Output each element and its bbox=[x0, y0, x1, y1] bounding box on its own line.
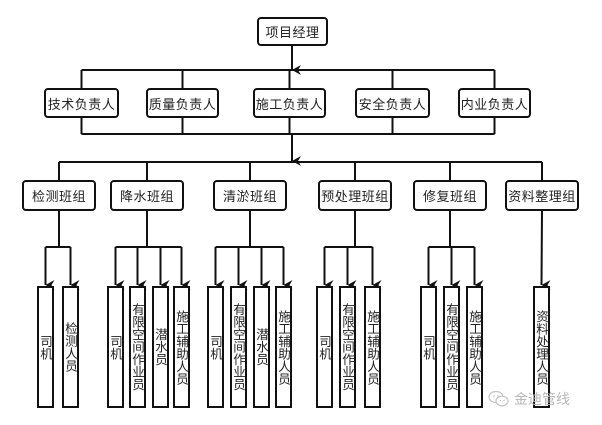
team-label: 清淤班组 bbox=[222, 190, 277, 205]
member-box: 资料处理人员 bbox=[533, 286, 550, 408]
manager-label: 安全负责人 bbox=[358, 97, 427, 113]
manager-label: 技术负责人 bbox=[47, 97, 116, 113]
team-label: 修复班组 bbox=[422, 190, 477, 205]
member-label: 施工辅助人员 bbox=[174, 309, 189, 385]
member-label: 司机 bbox=[208, 334, 223, 360]
member-label: 资料处理人员 bbox=[534, 309, 549, 385]
member-label: 施工辅助人员 bbox=[276, 309, 291, 385]
member-label: 有限空间作业员 bbox=[231, 303, 246, 391]
team-label: 预处理班组 bbox=[321, 190, 389, 205]
manager-label: 质量负责人 bbox=[148, 97, 217, 113]
team-box: 降水班组 bbox=[110, 180, 184, 211]
project-manager-box: 项目经理 bbox=[257, 17, 328, 46]
team-box: 资料整理组 bbox=[505, 180, 579, 211]
member-label: 有限空间作业员 bbox=[340, 303, 355, 391]
member-box: 施工辅助人员 bbox=[364, 286, 381, 408]
leaf-arrow-5-0 bbox=[540, 210, 551, 291]
watermark-text: 金迪管线 bbox=[514, 392, 570, 408]
member-box: 有限空间作业员 bbox=[129, 286, 146, 408]
member-label: 有限空间作业员 bbox=[444, 303, 459, 391]
member-box: 施工辅助人员 bbox=[173, 286, 190, 408]
manager-box: 内业负责人 bbox=[458, 88, 531, 118]
manager-box: 安全负责人 bbox=[355, 88, 430, 118]
team-box: 清淤班组 bbox=[213, 180, 287, 211]
team-box: 修复班组 bbox=[413, 180, 487, 211]
member-box: 施工辅助人员 bbox=[275, 286, 292, 408]
member-box: 司机 bbox=[37, 286, 54, 408]
member-box: 检测人员 bbox=[62, 286, 79, 408]
member-label: 司机 bbox=[421, 334, 436, 360]
member-box: 司机 bbox=[316, 286, 333, 408]
manager-box: 质量负责人 bbox=[146, 88, 219, 118]
member-label: 有限空间作业员 bbox=[130, 303, 145, 391]
member-label: 施工辅助人员 bbox=[467, 309, 482, 385]
manager-box: 技术负责人 bbox=[44, 88, 119, 118]
watermark: 金迪管线 bbox=[488, 389, 570, 409]
member-label: 潜水员 bbox=[254, 328, 269, 366]
member-box: 潜水员 bbox=[253, 286, 270, 408]
team-label: 资料整理组 bbox=[508, 190, 576, 205]
member-box: 有限空间作业员 bbox=[443, 286, 460, 408]
manager-label: 内业负责人 bbox=[460, 97, 529, 113]
team-box: 预处理班组 bbox=[318, 180, 392, 211]
project-manager-label: 项目经理 bbox=[265, 26, 320, 41]
member-box: 有限空间作业员 bbox=[339, 286, 356, 408]
manager-label: 施工负责人 bbox=[255, 97, 324, 113]
team-box: 检测班组 bbox=[22, 180, 96, 211]
manager-box: 施工负责人 bbox=[253, 88, 326, 118]
member-box: 司机 bbox=[107, 286, 124, 408]
member-box: 司机 bbox=[420, 286, 437, 408]
team-label: 检测班组 bbox=[31, 190, 86, 205]
member-box: 有限空间作业员 bbox=[230, 286, 247, 408]
team-label: 降水班组 bbox=[119, 190, 174, 205]
wechat-icon bbox=[488, 390, 509, 407]
member-label: 检测人员 bbox=[63, 322, 78, 372]
member-box: 司机 bbox=[207, 286, 224, 408]
member-box: 施工辅助人员 bbox=[466, 286, 483, 408]
member-label: 施工辅助人员 bbox=[365, 309, 380, 385]
member-label: 司机 bbox=[108, 334, 123, 360]
member-box: 潜水员 bbox=[152, 286, 169, 408]
member-label: 潜水员 bbox=[153, 328, 168, 366]
member-label: 司机 bbox=[317, 334, 332, 360]
member-label: 司机 bbox=[38, 334, 53, 360]
